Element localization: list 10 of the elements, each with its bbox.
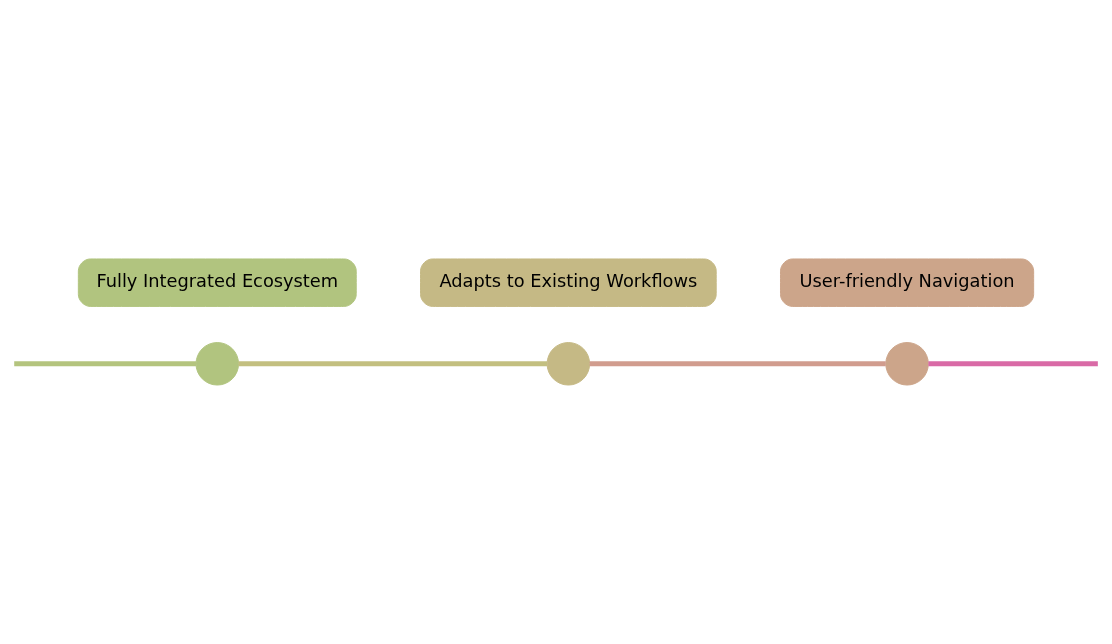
- node-circle: [885, 342, 929, 386]
- connector: [589, 361, 886, 367]
- connector: [14, 361, 196, 367]
- node-circle: [546, 342, 591, 386]
- node-box: User-friendly Navigation: [780, 258, 1035, 307]
- node-circle: [195, 342, 240, 386]
- node-box: Adapts to Existing Workflows: [420, 258, 717, 307]
- node-box: Fully Integrated Ecosystem: [77, 258, 357, 307]
- connector: [928, 361, 1098, 367]
- connector: [238, 361, 548, 367]
